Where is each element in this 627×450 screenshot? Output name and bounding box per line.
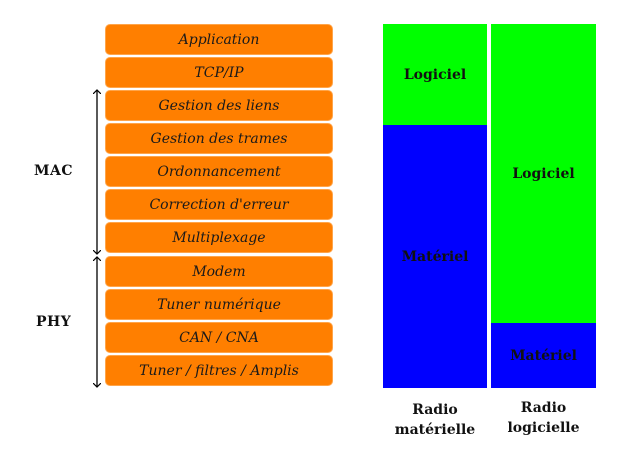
layer-modem: Modem xyxy=(105,256,333,287)
layer-frame-management: Gestion des trames xyxy=(105,123,333,154)
layer-label: Multiplexage xyxy=(172,229,266,246)
layer-label: Modem xyxy=(192,263,246,280)
caption-line: logicielle xyxy=(507,420,580,436)
software-radio-software-block: Logiciel xyxy=(491,24,596,323)
layer-digital-tuner: Tuner numérique xyxy=(105,289,333,320)
block-label: Matériel xyxy=(510,347,577,364)
layer-label: Gestion des liens xyxy=(158,97,280,114)
layer-multiplexing: Multiplexage xyxy=(105,222,333,253)
block-label: Matériel xyxy=(401,248,469,265)
layer-label: Ordonnancement xyxy=(157,163,281,180)
layer-label: TCP/IP xyxy=(194,64,244,81)
caption-line: Radio xyxy=(520,400,567,416)
layer-label: CAN / CNA xyxy=(179,329,259,346)
layer-link-management: Gestion des liens xyxy=(105,90,333,121)
layer-label: Gestion des trames xyxy=(150,130,288,147)
block-label: Logiciel xyxy=(512,165,575,182)
layer-application: Application xyxy=(105,24,333,55)
phy-label: PHY xyxy=(36,314,72,330)
software-radio-hardware-block: Matériel xyxy=(491,323,596,388)
hardware-radio-software-block: Logiciel xyxy=(383,24,487,125)
layer-error-correction: Correction d'erreur xyxy=(105,189,333,220)
layer-label: Correction d'erreur xyxy=(149,196,289,213)
layer-label: Tuner numérique xyxy=(157,296,281,313)
mac-label: MAC xyxy=(34,163,74,179)
layer-adc-dac: CAN / CNA xyxy=(105,322,333,353)
software-radio-caption: Radio logicielle xyxy=(486,398,601,438)
layer-scheduling: Ordonnancement xyxy=(105,156,333,187)
layer-tcp-ip: TCP/IP xyxy=(105,57,333,88)
caption-line: matérielle xyxy=(394,422,476,438)
hardware-radio-hardware-block: Matériel xyxy=(383,125,487,388)
layer-label: Tuner / filtres / Amplis xyxy=(139,362,299,379)
caption-line: Radio xyxy=(412,402,458,418)
hardware-radio-caption: Radio matérielle xyxy=(378,400,492,440)
block-label: Logiciel xyxy=(403,66,467,83)
layer-label: Application xyxy=(178,31,260,48)
layer-rf-frontend: Tuner / filtres / Amplis xyxy=(105,355,333,386)
